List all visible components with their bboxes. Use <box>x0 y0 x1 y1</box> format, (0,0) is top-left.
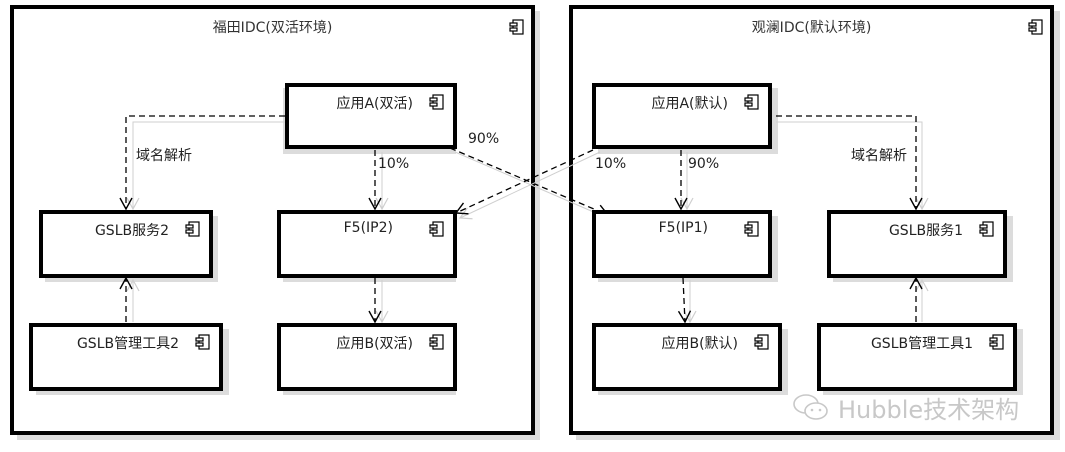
edge-label-futian-90: 90% <box>468 131 500 147</box>
component-icon <box>429 94 444 110</box>
edge-futian-dns <box>119 115 292 211</box>
component-label: GSLB管理工具2 <box>76 336 179 352</box>
component-icon <box>744 221 759 237</box>
component-icon <box>754 334 769 350</box>
edge-guanlan-appa-f5ip1 <box>674 150 694 211</box>
component-icon <box>1028 19 1043 35</box>
component-icon <box>429 334 444 350</box>
component-guanlan-f5-ip1[interactable]: F5(IP1) <box>592 210 772 278</box>
edge-label-futian-10: 10% <box>378 156 410 172</box>
component-label: GSLB服务2 <box>94 223 169 239</box>
watermark-text: Hubble技术架构 <box>838 396 1020 424</box>
component-guanlan-gslb-1[interactable]: GSLB服务1 <box>827 210 1007 278</box>
component-label: GSLB服务1 <box>888 223 963 239</box>
component-icon <box>744 94 759 110</box>
component-futian-gslb-tool-2[interactable]: GSLB管理工具2 <box>29 323 223 391</box>
edge-guanlan-f5-appb <box>677 277 697 324</box>
edge-futian-appa-f5ip1 <box>449 147 614 222</box>
component-label: 应用B(默认) <box>661 336 738 352</box>
edge-guanlan-appa-f5ip2 <box>454 149 601 220</box>
edge-label-futian-dns: 域名解析 <box>136 148 192 164</box>
component-label: 应用A(双活) <box>336 96 413 112</box>
component-label: GSLB管理工具1 <box>870 336 973 352</box>
package-title: 观澜IDC(默认环境) <box>751 20 872 36</box>
component-label: 应用A(默认) <box>651 96 728 112</box>
package-title: 福田IDC(双活环境) <box>212 20 333 36</box>
component-futian-app-b[interactable]: 应用B(双活) <box>277 323 457 391</box>
edge-futian-gslbtool <box>119 276 140 322</box>
component-futian-f5-ip2[interactable]: F5(IP2) <box>277 210 457 278</box>
component-futian-app-a[interactable]: 应用A(双活) <box>285 83 457 149</box>
component-icon <box>509 19 524 35</box>
edge-label-guanlan-dns: 域名解析 <box>851 148 907 164</box>
component-guanlan-app-b[interactable]: 应用B(默认) <box>592 323 782 391</box>
component-icon <box>185 221 200 237</box>
edge-futian-appa-f5ip2 <box>368 150 389 211</box>
component-icon <box>195 334 210 350</box>
edge-label-guanlan-90: 90% <box>688 156 720 172</box>
component-label: 应用B(双活) <box>336 336 413 352</box>
edge-guanlan-dns <box>776 115 929 211</box>
component-futian-gslb-2[interactable]: GSLB服务2 <box>39 210 213 278</box>
wechat-icon <box>793 394 828 420</box>
component-icon <box>429 221 444 237</box>
component-label: F5(IP2) <box>343 220 393 236</box>
component-guanlan-app-a[interactable]: 应用A(默认) <box>592 83 772 149</box>
component-icon <box>989 334 1004 350</box>
edge-label-guanlan-10: 10% <box>595 156 627 172</box>
edge-futian-f5-appb <box>368 278 389 324</box>
component-icon <box>979 221 994 237</box>
component-label: F5(IP1) <box>658 220 708 236</box>
edge-guanlan-gslbtool <box>909 276 929 322</box>
component-guanlan-gslb-tool-1[interactable]: GSLB管理工具1 <box>817 323 1017 391</box>
